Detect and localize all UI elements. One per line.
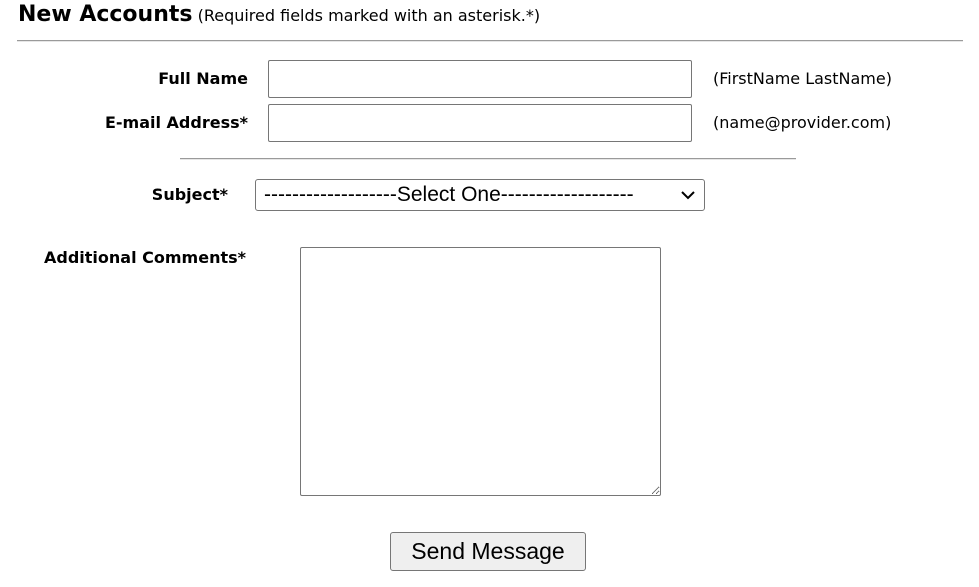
email-input[interactable]	[268, 104, 692, 142]
full-name-label: Full Name	[158, 69, 248, 88]
chevron-down-icon	[681, 191, 695, 200]
form-divider	[180, 158, 796, 160]
subject-selected-value: -------------------Select One-----------…	[264, 183, 634, 206]
page-title-text: New Accounts	[18, 2, 193, 27]
header-divider	[17, 40, 963, 42]
full-name-hint: (FirstName LastName)	[713, 69, 892, 88]
full-name-input[interactable]	[268, 60, 692, 98]
email-label: E-mail Address*	[104, 113, 248, 132]
required-fields-note: (Required fields marked with an asterisk…	[197, 6, 541, 25]
subject-select[interactable]: -------------------Select One-----------…	[255, 179, 705, 211]
comments-textarea[interactable]	[300, 247, 661, 496]
comments-label: Additional Comments*	[44, 248, 246, 267]
page-title: New Accounts (Required fields marked wit…	[18, 2, 540, 27]
send-message-button[interactable]: Send Message	[390, 532, 586, 571]
email-hint: (name@provider.com)	[713, 113, 892, 132]
subject-label: Subject*	[151, 185, 228, 204]
